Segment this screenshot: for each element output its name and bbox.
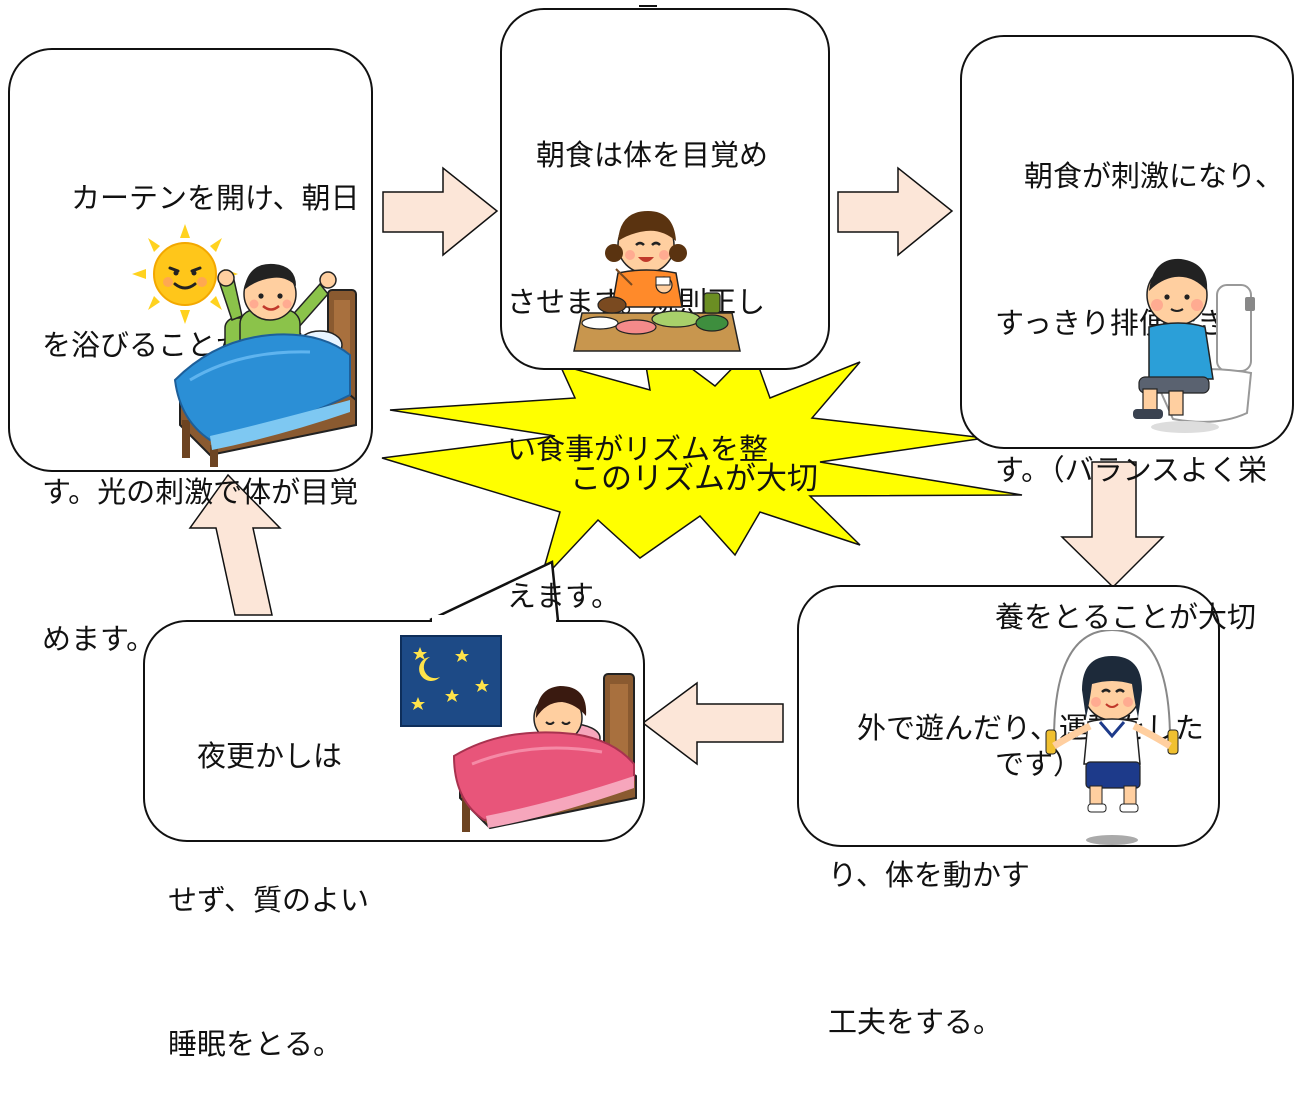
text-line: 朝食が刺激になり、 — [995, 159, 1284, 193]
waking-boy-bed-illustration — [173, 263, 357, 467]
text-line: すっきり排便できま — [995, 306, 1255, 340]
night-window-icon — [400, 635, 502, 727]
text-line: 夜更かしは — [168, 739, 343, 773]
text-line: 養をとることが大切 — [995, 600, 1257, 634]
text-line: 睡眠をとる。 — [168, 1027, 343, 1061]
sleep-tail-gap — [432, 615, 556, 623]
arrow-down — [1060, 461, 1165, 589]
text-line: えます。 — [507, 579, 621, 613]
morning-light-text: カーテンを開け、朝日 を浴びることが大切で す。光の刺激で体が目覚 めます。 — [42, 76, 360, 713]
sun-icon — [132, 224, 238, 324]
step-box-breakfast — [500, 8, 830, 370]
sleep-speech-tail — [428, 562, 558, 622]
step-box-exercise — [797, 585, 1220, 847]
text-line: り、体を動かす — [828, 858, 1030, 892]
arrow-right-2 — [837, 166, 954, 257]
text-line: 外で遊んだり、運動をした — [828, 711, 1204, 745]
text-line: い食事がリズムを整 — [507, 432, 769, 466]
jump-rope-girl-illustration — [1045, 630, 1179, 845]
sleeping-girl-bed-illustration — [452, 673, 637, 832]
arrow-left — [641, 681, 784, 766]
text-line: めます。 — [42, 622, 156, 656]
rhythm-label: このリズムが大切 — [570, 461, 818, 497]
arrow-right-1 — [382, 166, 499, 257]
bowel-text: 朝食が刺激になり、 すっきり排便できま す。（バランスよく栄 養をとることが大切… — [995, 54, 1284, 838]
arrow-up — [188, 473, 282, 616]
text-line: カーテンを開け、朝日 — [42, 181, 360, 215]
text-line: 工夫をする。 — [828, 1005, 1003, 1039]
text-line: せず、質のよい — [168, 883, 369, 917]
eating-girl-illustration — [573, 211, 741, 352]
toilet-boy-illustration — [1133, 258, 1255, 433]
text-line: す。（バランスよく栄 — [995, 453, 1268, 487]
text-line: 朝食は体を目覚め — [507, 138, 769, 172]
sleep-text: 夜更かしは せず、質のよい 睡眠をとる。 — [168, 636, 369, 1116]
text-line: です） — [995, 747, 1083, 781]
text-line: す。光の刺激で体が目覚 — [42, 475, 359, 509]
